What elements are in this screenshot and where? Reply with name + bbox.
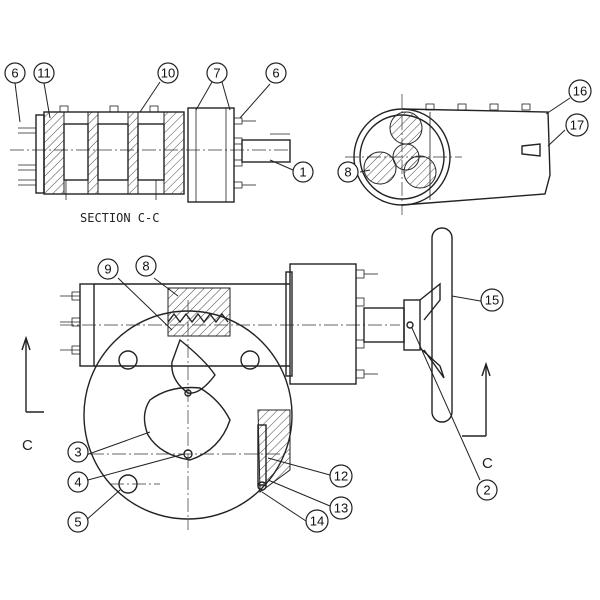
callout-15: 15 — [480, 288, 504, 312]
callout-11: 11 — [33, 62, 55, 84]
section-view: SECTION C-C — [10, 105, 291, 225]
callout-12: 12 — [329, 464, 353, 488]
callout-9: 9 — [97, 258, 119, 280]
callout-5: 5 — [67, 511, 89, 533]
svg-text:12: 12 — [334, 469, 348, 484]
callout-13: 13 — [329, 496, 353, 520]
svg-text:5: 5 — [74, 515, 81, 530]
callout-4: 4 — [67, 471, 89, 493]
callout-6a: 6 — [4, 62, 26, 84]
svg-text:8: 8 — [344, 165, 351, 180]
section-marker-left: C — [22, 437, 33, 454]
callout-7: 7 — [206, 62, 228, 84]
svg-text:7: 7 — [213, 66, 220, 81]
svg-text:10: 10 — [161, 66, 175, 81]
callout-2: 2 — [476, 479, 498, 501]
svg-text:14: 14 — [310, 514, 324, 529]
section-marker-right: C — [482, 455, 493, 472]
svg-text:6: 6 — [11, 66, 18, 81]
callout-16: 16 — [568, 79, 592, 103]
callout-6b: 6 — [265, 62, 287, 84]
svg-text:8: 8 — [142, 259, 149, 274]
callout-1: 1 — [292, 161, 314, 183]
svg-text:13: 13 — [334, 501, 348, 516]
callout-8a: 8 — [337, 161, 359, 183]
end-view — [345, 94, 551, 215]
leader-lines — [14, 81, 571, 523]
callout-10: 10 — [157, 62, 179, 84]
svg-text:6: 6 — [272, 66, 279, 81]
svg-text:2: 2 — [483, 483, 490, 498]
svg-text:15: 15 — [485, 293, 499, 308]
svg-text:17: 17 — [570, 118, 584, 133]
svg-text:9: 9 — [104, 262, 111, 277]
section-label: SECTION C-C — [80, 211, 159, 225]
callout-8b: 8 — [135, 255, 157, 277]
svg-text:3: 3 — [74, 445, 81, 460]
svg-text:11: 11 — [37, 66, 51, 81]
callout-3: 3 — [67, 441, 89, 463]
callout-14: 14 — [305, 509, 329, 533]
svg-text:16: 16 — [573, 84, 587, 99]
main-view: C C — [21, 227, 493, 530]
svg-text:4: 4 — [74, 475, 81, 490]
svg-text:1: 1 — [299, 165, 306, 180]
callout-17: 17 — [565, 113, 589, 137]
